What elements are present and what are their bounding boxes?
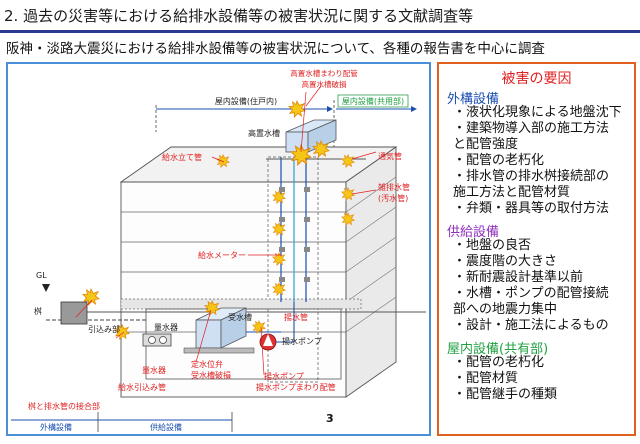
gl-marker — [42, 284, 50, 292]
callout-lines — [75, 85, 377, 376]
label-basin-joint: 桝と排水管の接合部 — [28, 401, 100, 411]
cause-item: ・設計・施工法によるもの — [453, 318, 609, 333]
cause-item: 部への地震力集中 — [453, 302, 558, 317]
label-overflow-pipe: 揚水管 — [284, 312, 308, 322]
label-level-valve: 定水位弁 — [191, 359, 223, 369]
cause-item: ・排水管の排水桝接続部の — [453, 169, 610, 184]
label-gl: GL — [36, 271, 47, 280]
building-structure — [46, 119, 426, 398]
title-underline — [0, 30, 640, 33]
cause-heading-outdoor: 外構設備 — [447, 92, 500, 107]
label-pump-piping-damage: 揚水ポンプまわり配管 — [256, 382, 336, 392]
cause-item: ・配管の老朽化 — [453, 153, 545, 168]
footer-outdoor: 外構設備 — [40, 422, 72, 432]
label-receiving-tank-damage: 受水槽破損 — [191, 370, 231, 380]
zone-box-common — [337, 94, 409, 108]
causes-title: 被害の要因 — [501, 71, 572, 87]
cause-item: ・建築物導入部の施工方法 — [453, 121, 610, 136]
label-service-pipe-damage: 給水引込み管 — [118, 382, 166, 392]
label-meter: 量水器 — [154, 322, 178, 332]
zone-label-common: 屋内設備(共用部) — [342, 96, 404, 106]
diagram-frame — [6, 62, 431, 436]
label-pump: 揚水ポンプ — [282, 336, 322, 346]
zone-markers-bottom — [11, 412, 233, 432]
cause-item: ・地盤の良否 — [453, 238, 532, 253]
label-elevated-tank-piping: 高置水槽まわり配管 — [290, 68, 358, 78]
building-diagram: 屋内設備(住戸内) 屋内設備(共用部) — [11, 68, 426, 432]
zone-label-dwelling: 屋内設備(住戸内) — [215, 96, 277, 106]
cause-heading-supply: 供給設備 — [447, 225, 500, 240]
cause-item: ・配管継手の種類 — [453, 387, 558, 402]
causes-panel: 被害の要因 外構設備 ・液状化現象による地盤沈下 ・建築物導入部の施工方法 と配… — [437, 62, 636, 436]
label-receiving-tank: 受水槽 — [228, 312, 252, 322]
cause-item: ・配管の老朽化 — [453, 355, 545, 370]
cause-item: ・新耐震設計基準以前 — [453, 270, 584, 285]
label-water-riser: 給水立て管 — [162, 152, 202, 162]
cause-item: ・液状化現象による地盤沈下 — [453, 105, 622, 120]
label-drain-pipe: 雑排水管 — [378, 182, 410, 192]
label-elevated-tank-damage: 高置水槽破損 — [302, 79, 347, 89]
label-sewage-pipe: (汚水管) — [378, 193, 408, 203]
label-elevated-tank: 高置水槽 — [248, 128, 280, 138]
cause-item: 施工方法と配管材質 — [453, 185, 571, 200]
page-subtitle: 阪神・淡路大震災における給排水設備等の被害状況について、各種の報告書を中心に調査 — [6, 41, 545, 57]
label-water-meter: 給水メーター — [198, 250, 246, 260]
label-basin: 桝 — [34, 306, 42, 316]
label-service-pipe: 引込み部 — [88, 324, 120, 334]
cause-item: ・配管材質 — [453, 371, 519, 386]
cause-item: ・水槽・ポンプの配管接続 — [453, 286, 609, 301]
cause-item: ・弁類・器具等の取付方法 — [453, 201, 610, 216]
page-title: 2. 過去の災害等における給排水設備等の被害状況に関する文献調査等 — [4, 7, 474, 25]
label-meter-damage: 量水器 — [142, 365, 166, 375]
page-number: 3 — [326, 412, 334, 425]
cause-item: ・震度階の大きさ — [453, 254, 558, 269]
cause-heading-indoor-common: 屋内設備(共有部) — [447, 342, 549, 357]
label-vent-pipe: 通気管 — [378, 151, 402, 161]
cause-item: と配管強度 — [453, 137, 519, 152]
footer-supply: 供給設備 — [150, 422, 182, 432]
label-pump-damage: 揚水ポンプ — [264, 371, 304, 381]
